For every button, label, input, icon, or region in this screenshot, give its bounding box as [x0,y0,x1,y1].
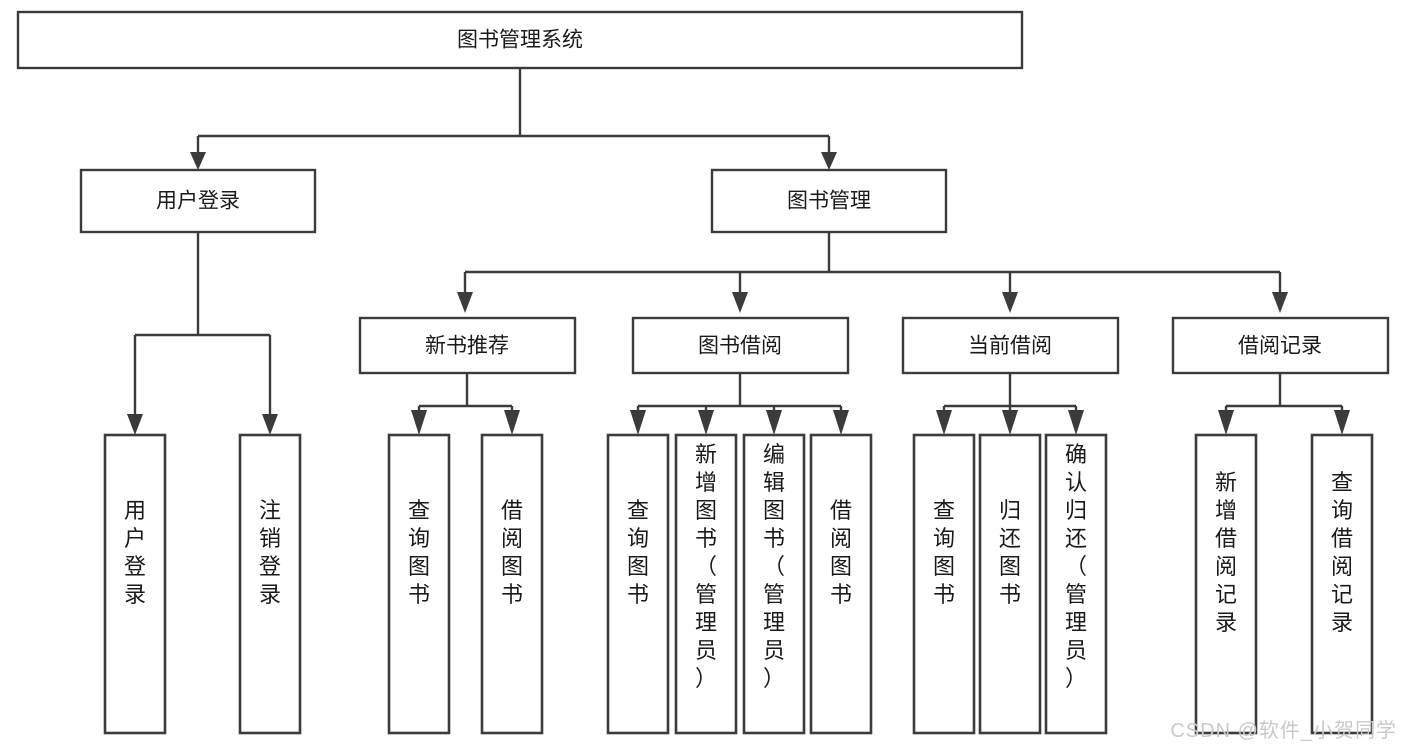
node-book-manage[interactable]: 图书管理 [710,168,948,234]
arrow-head-icon [190,152,206,170]
node-new-book-recommend-box[interactable] [358,316,577,375]
node-borrow-record[interactable]: 借阅记录 [1171,316,1390,375]
leaf-current-borrow-2[interactable]: 归还图书 [978,433,1042,735]
arrow-head-icon [262,414,278,435]
leaf-book-borrow-4[interactable]: 借阅图书 [809,433,873,735]
leaf-book-borrow-2-box[interactable] [674,433,738,735]
leaf-book-borrow-1-box[interactable] [606,433,670,735]
arrow-head-icon [1218,410,1234,435]
node-book-borrow-box[interactable] [631,316,850,375]
leaf-current-borrow-1-label: 查询图书 [933,498,955,607]
leaf-book-borrow-4-box[interactable] [809,433,873,735]
leaf-borrow-record-1-box[interactable] [1194,433,1258,735]
leaf-borrow-record-2-box[interactable] [1310,433,1374,735]
leaf-current-borrow-1[interactable]: 查询图书 [912,433,976,735]
arrow-head-icon [630,410,646,435]
node-new-book-recommend[interactable]: 新书推荐 [358,316,577,375]
arrow-head-icon [833,410,849,435]
leaf-book-borrow-3-label: 编辑图书（管理员） [763,442,785,691]
leaf-user-login-2-label: 注销登录 [259,498,281,607]
arrow-head-icon [698,410,714,435]
arrow-head-icon [1068,410,1084,435]
leaf-current-borrow-3-label: 确认归还（管理员） [1065,442,1087,691]
arrow-head-icon [1272,292,1288,313]
leaf-book-borrow-2-label: 新增图书（管理员） [695,442,717,691]
node-root-box[interactable] [16,10,1024,70]
arrow-head-icon [821,152,837,170]
node-current-borrow-label: 当前借阅 [968,335,1052,358]
node-book-borrow[interactable]: 图书借阅 [631,316,850,375]
arrow-head-icon [411,410,427,435]
node-borrow-record-label: 借阅记录 [1238,335,1322,358]
leaf-book-borrow-4-label: 借阅图书 [830,498,852,607]
node-user-login-label: 用户登录 [156,190,240,213]
leaf-current-borrow-3[interactable]: 确认归还（管理员） [1044,433,1108,735]
leaf-user-login-1-label: 用户登录 [124,498,146,607]
leaf-current-borrow-2-box[interactable] [978,433,1042,735]
node-borrow-record-box[interactable] [1171,316,1390,375]
leaf-new-book-2[interactable]: 借阅图书 [480,433,544,735]
leaf-user-login-1[interactable]: 用户登录 [103,433,167,735]
leaf-book-borrow-1[interactable]: 查询图书 [606,433,670,735]
node-book-manage-box[interactable] [710,168,948,234]
arrow-head-icon [1334,410,1350,435]
arrow-head-icon [127,414,143,435]
leaf-current-borrow-3-box[interactable] [1044,433,1108,735]
leaf-borrow-record-1-label: 新增借阅记录 [1215,470,1237,635]
node-user-login[interactable]: 用户登录 [79,168,317,234]
leaf-book-borrow-1-label: 查询图书 [627,498,649,607]
arrow-head-icon [732,292,748,313]
leaf-new-book-2-label: 借阅图书 [501,498,523,607]
leaf-new-book-1-label: 查询图书 [408,498,430,607]
leaf-borrow-record-1[interactable]: 新增借阅记录 [1194,433,1258,735]
leaf-current-borrow-1-box[interactable] [912,433,976,735]
leaf-new-book-1[interactable]: 查询图书 [387,433,451,735]
leaf-user-login-2[interactable]: 注销登录 [238,433,302,735]
node-book-manage-label: 图书管理 [787,190,871,213]
leaf-new-book-1-box[interactable] [387,433,451,735]
arrow-head-icon [1002,410,1018,435]
arrow-head-icon [936,410,952,435]
node-current-borrow-box[interactable] [901,316,1120,375]
leaf-book-borrow-2[interactable]: 新增图书（管理员） [674,433,738,735]
leaf-user-login-2-box[interactable] [238,433,302,735]
leaf-borrow-record-2[interactable]: 查询借阅记录 [1310,433,1374,735]
node-new-book-recommend-label: 新书推荐 [425,335,509,358]
arrow-head-icon [1002,292,1018,313]
arrow-head-icon [766,410,782,435]
leaf-current-borrow-2-label: 归还图书 [999,498,1021,607]
node-book-borrow-label: 图书借阅 [698,335,782,358]
node-root-label: 图书管理系统 [457,29,583,52]
leaf-book-borrow-3-box[interactable] [742,433,806,735]
leaf-book-borrow-3[interactable]: 编辑图书（管理员） [742,433,806,735]
node-root[interactable]: 图书管理系统 [16,10,1024,70]
leaf-user-login-1-box[interactable] [103,433,167,735]
node-current-borrow[interactable]: 当前借阅 [901,316,1120,375]
leaf-borrow-record-2-label: 查询借阅记录 [1331,470,1353,635]
arrow-head-icon [504,410,520,435]
leaf-new-book-2-box[interactable] [480,433,544,735]
arrow-head-icon [457,292,473,313]
